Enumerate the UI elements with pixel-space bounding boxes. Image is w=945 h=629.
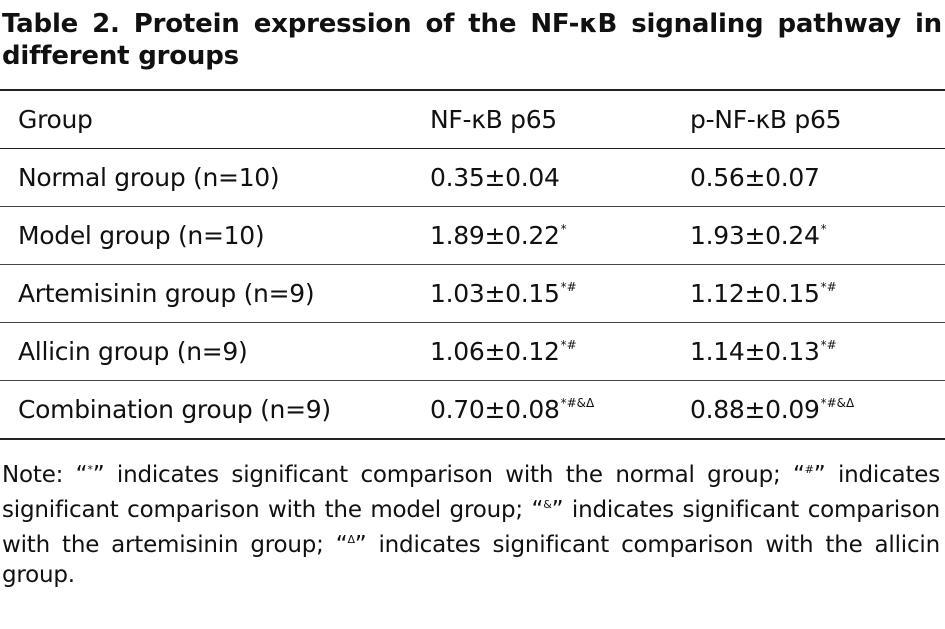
note-symbol: * (87, 463, 93, 476)
note-text: ” indicates significant comparison with … (2, 532, 940, 588)
table-row: Artemisinin group (n=9) 1.03±0.15*# 1.12… (0, 265, 945, 323)
cell-group: Model group (n=10) (18, 221, 265, 250)
table-row: Model group (n=10) 1.89±0.22* 1.93±0.24* (0, 207, 945, 265)
value: 0.88±0.09 (690, 395, 820, 424)
value: 0.35±0.04 (430, 163, 560, 192)
note-text: ” indicates significant comparison with … (2, 462, 941, 523)
table-header-row: Group NF-κB p65 p-NF-κB p65 (0, 90, 945, 149)
cell-nfkb-p65: 1.06±0.12*# (414, 323, 676, 381)
cell-nfkb-p65: 1.03±0.15*# (414, 265, 676, 323)
header-p-nfkb-p65: p-NF-κB p65 (690, 105, 842, 134)
table-row: Combination group (n=9) 0.70±0.08*#&Δ 0.… (0, 381, 945, 440)
value: 1.14±0.13 (690, 337, 820, 366)
value: 1.93±0.24 (690, 221, 820, 250)
value: 0.70±0.08 (430, 395, 560, 424)
header-nfkb-p65: NF-κB p65 (430, 105, 557, 134)
significance-mark: *# (560, 280, 577, 294)
value: 1.12±0.15 (690, 279, 820, 308)
cell-p-nfkb-p65: 0.88±0.09*#&Δ (676, 381, 945, 440)
cell-group: Allicin group (n=9) (18, 337, 248, 366)
cell-group: Artemisinin group (n=9) (18, 279, 315, 308)
value: 1.06±0.12 (430, 337, 560, 366)
significance-mark: * (560, 222, 567, 236)
table-title: Table 2. Protein expression of the NF-κB… (2, 9, 942, 71)
significance-mark: *# (820, 338, 837, 352)
cell-p-nfkb-p65: 1.93±0.24* (676, 207, 945, 265)
cell-nfkb-p65: 1.89±0.22* (414, 207, 676, 265)
cell-p-nfkb-p65: 1.14±0.13*# (676, 323, 945, 381)
significance-mark: *# (560, 338, 577, 352)
cell-p-nfkb-p65: 1.12±0.15*# (676, 265, 945, 323)
header-group: Group (18, 105, 93, 134)
note-text: ” indicates significant comparison with … (92, 462, 805, 488)
value: 1.89±0.22 (430, 221, 560, 250)
significance-mark: *# (820, 280, 837, 294)
cell-group: Normal group (n=10) (18, 163, 280, 192)
note-symbol: Δ (347, 533, 355, 546)
note-symbol: # (804, 463, 814, 476)
cell-group: Combination group (n=9) (18, 395, 331, 424)
table-row: Allicin group (n=9) 1.06±0.12*# 1.14±0.1… (0, 323, 945, 381)
table-row: Normal group (n=10) 0.35±0.04 0.56±0.07 (0, 149, 945, 207)
significance-mark: *#&Δ (820, 396, 855, 410)
cell-nfkb-p65: 0.70±0.08*#&Δ (414, 381, 676, 440)
cell-p-nfkb-p65: 0.56±0.07 (676, 149, 945, 207)
significance-mark: *#&Δ (560, 396, 595, 410)
note-text: Note: “ (2, 462, 88, 488)
protein-expression-table: Group NF-κB p65 p-NF-κB p65 Normal group… (0, 89, 945, 440)
significance-mark: * (820, 222, 827, 236)
note-symbol: & (543, 498, 552, 511)
value: 0.56±0.07 (690, 163, 820, 192)
note-text: ” indicates significant comparison with … (2, 497, 940, 558)
value: 1.03±0.15 (430, 279, 560, 308)
cell-nfkb-p65: 0.35±0.04 (414, 149, 676, 207)
table-note: Note: “*” indicates significant comparis… (2, 455, 940, 590)
